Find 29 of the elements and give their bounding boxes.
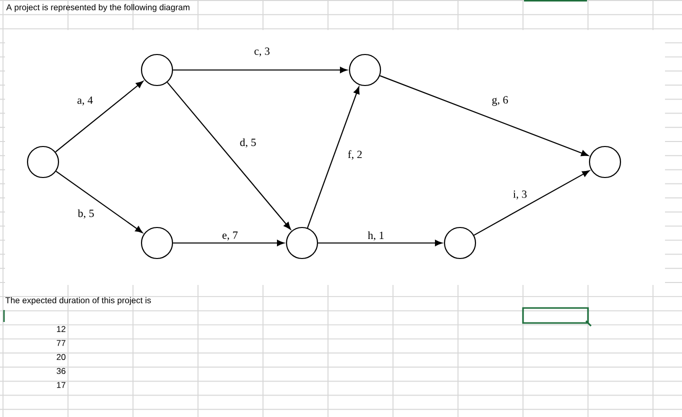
arrow xyxy=(306,86,360,228)
arrow xyxy=(173,66,348,74)
event-circle xyxy=(588,146,622,178)
cell-number: 17 xyxy=(57,382,66,388)
arrow xyxy=(55,80,144,152)
arrow xyxy=(380,75,589,156)
edge-label: i, 3 xyxy=(512,190,528,200)
arrow xyxy=(166,82,291,230)
event-circle xyxy=(286,226,318,260)
cell-number: 20 xyxy=(56,354,66,360)
cell-text: The expected duration of this project is xyxy=(5,297,151,305)
cell-number: 77 xyxy=(56,340,66,346)
edge-label: c, 3 xyxy=(253,46,271,58)
edge-label: f, 2 xyxy=(346,149,364,161)
arrow xyxy=(318,240,442,246)
cell-number: 36 xyxy=(56,368,66,374)
event-circle xyxy=(444,226,476,260)
edge-label: a, 4 xyxy=(76,96,94,106)
event-circle xyxy=(348,54,382,86)
arrow xyxy=(56,170,143,233)
event-circle xyxy=(26,146,60,178)
event-circle xyxy=(140,54,174,86)
cell-text: A project is represented by the following diagram xyxy=(6,4,190,12)
edge-label: e, 7 xyxy=(221,230,239,242)
arrow xyxy=(474,170,590,236)
edge-label: g, 6 xyxy=(490,95,510,107)
event-circle xyxy=(140,226,174,260)
cell-number: 12 xyxy=(57,326,66,332)
arrow xyxy=(173,240,284,246)
